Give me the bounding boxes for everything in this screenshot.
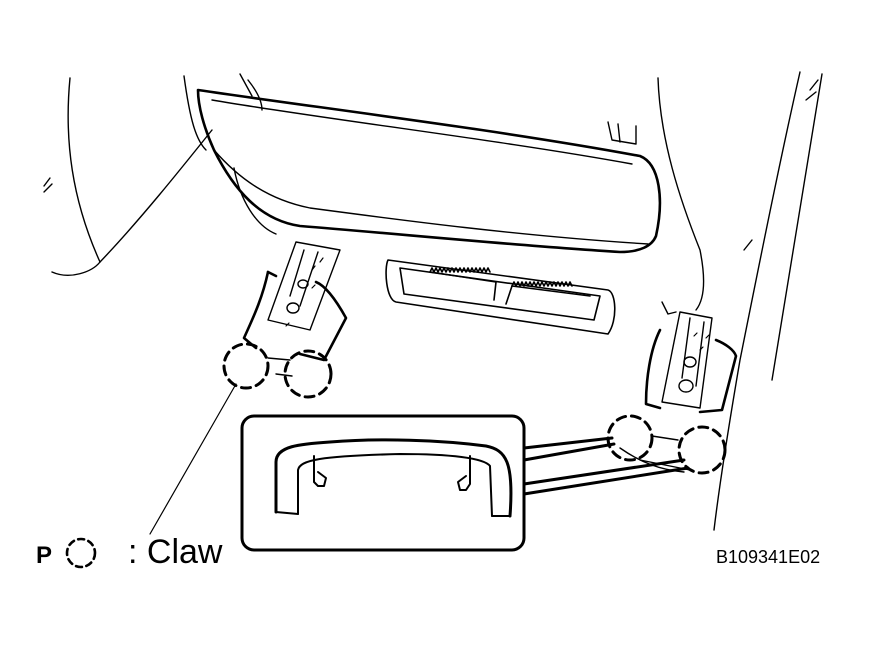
leader-line-left [149, 383, 237, 535]
seat-cushion [196, 88, 662, 254]
dashed-circle-icon [65, 537, 97, 569]
claw-marker [283, 349, 333, 399]
right-seat-rail [644, 301, 738, 414]
claw-marker [222, 342, 270, 390]
figure-code: B109341E02 [716, 547, 821, 567]
floor-grille [385, 259, 616, 335]
claw-marker [606, 414, 654, 462]
right-pillar-outline [657, 71, 823, 531]
seat-back-outline [183, 73, 263, 151]
legend-prefix: P [36, 542, 53, 569]
claw-detail-left [267, 357, 293, 377]
claw-markers-right [606, 414, 727, 475]
claw-markers-left [222, 342, 333, 399]
callout-pointers [522, 436, 690, 496]
left-seat-rail [242, 241, 348, 362]
left-trim-outline [43, 77, 213, 276]
claw-marker [677, 425, 727, 475]
claw-detail-inset [240, 414, 526, 552]
legend-claw-label: : Claw [128, 533, 223, 571]
